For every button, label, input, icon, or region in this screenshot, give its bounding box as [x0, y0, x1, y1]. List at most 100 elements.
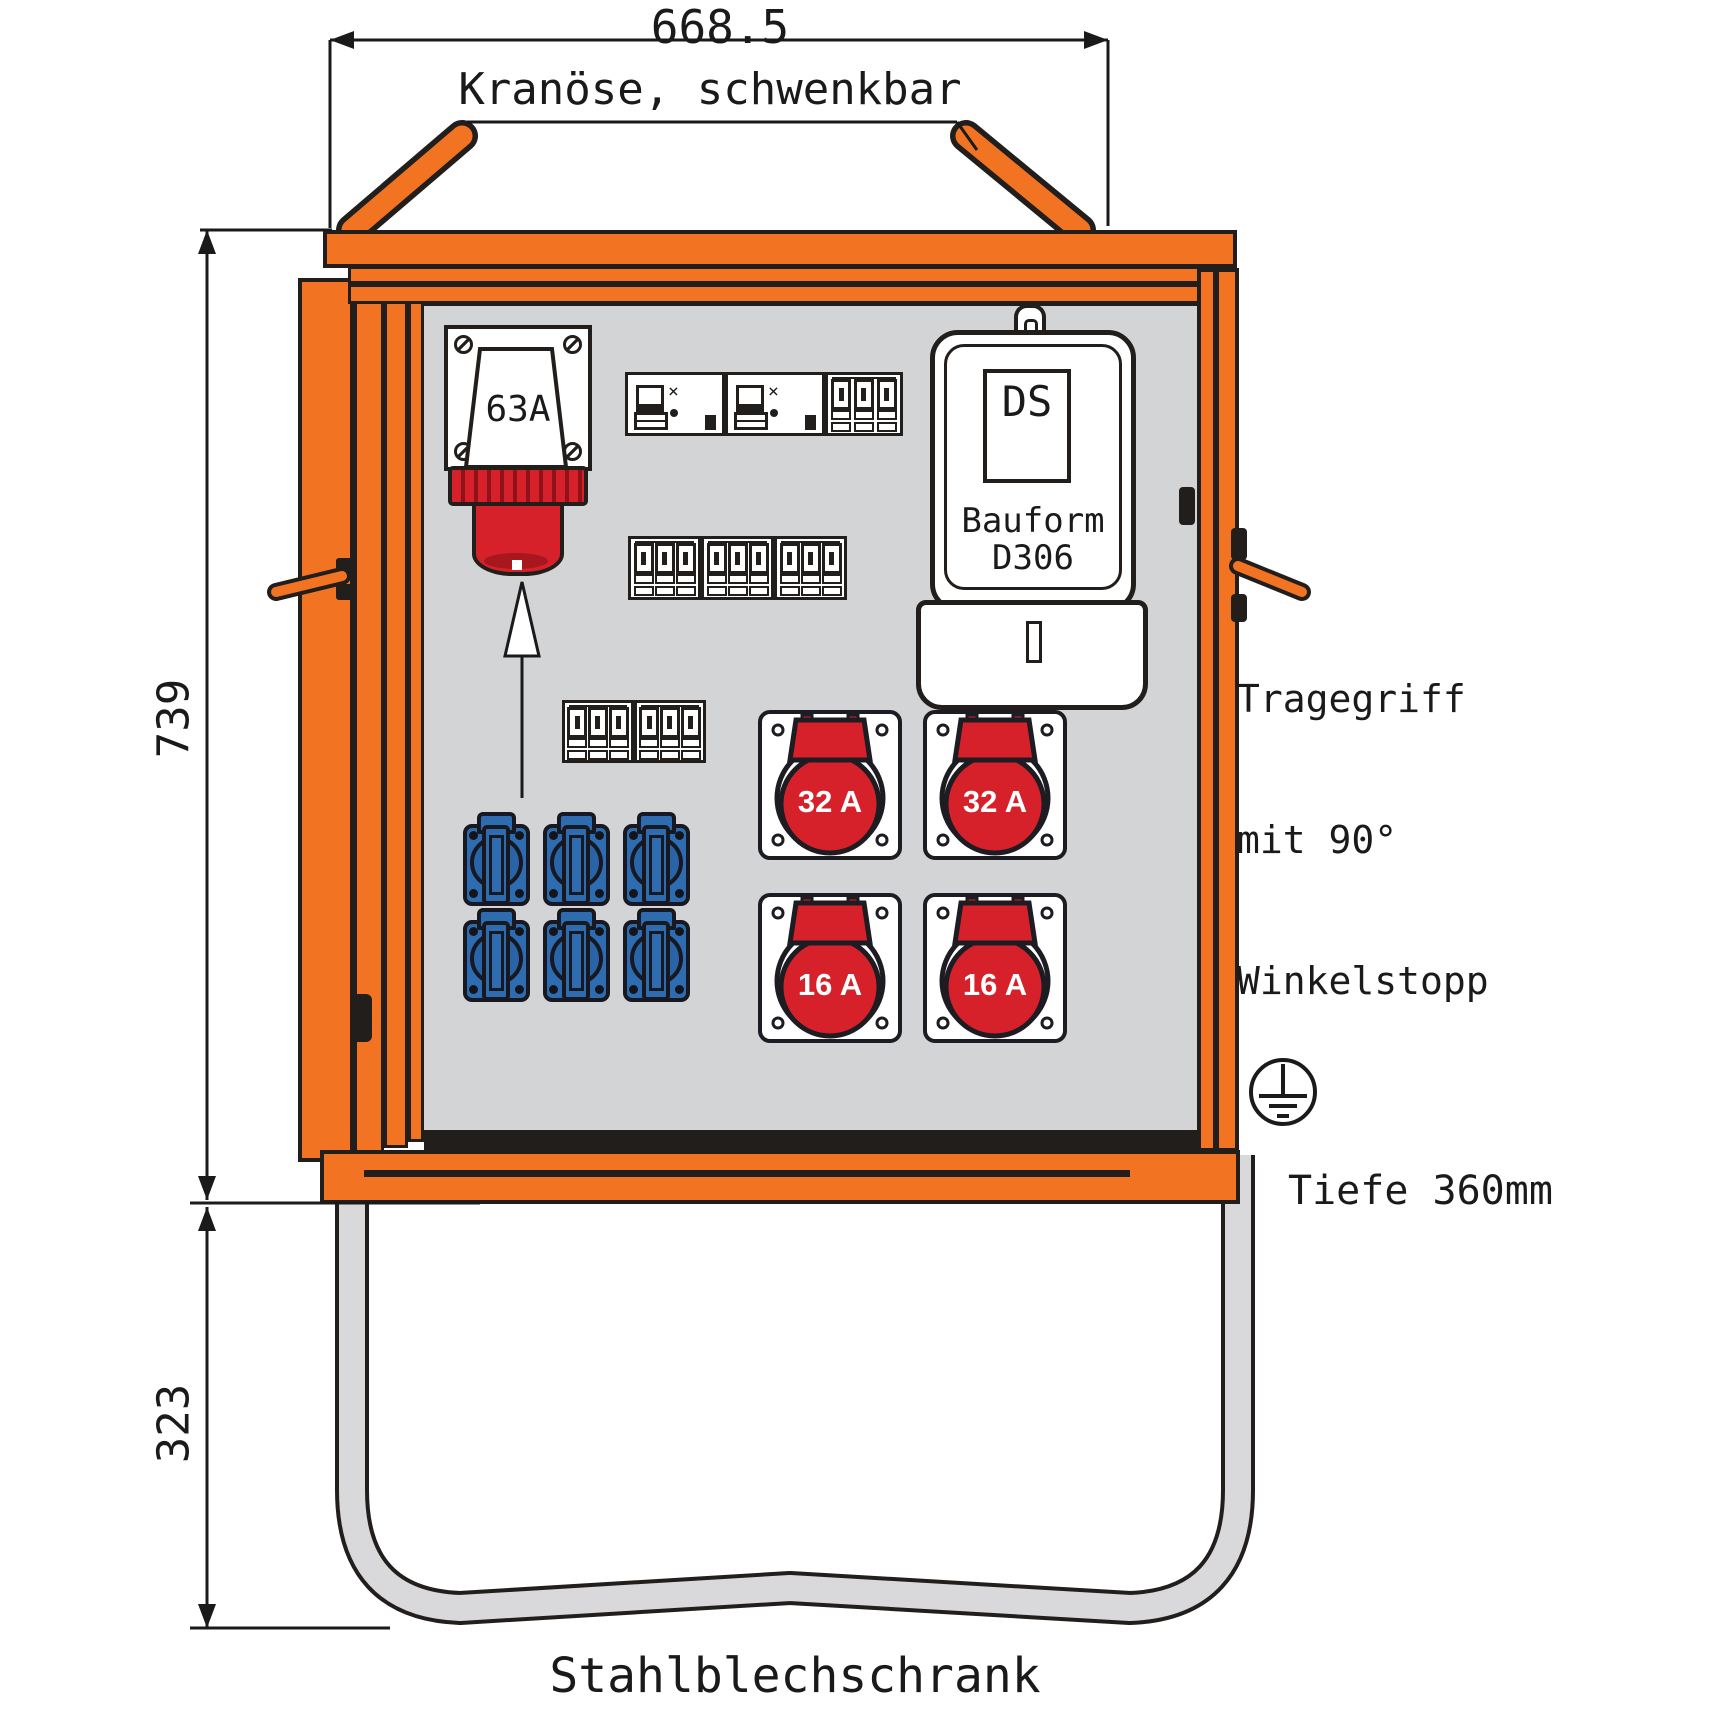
- terminal-strip: [821, 586, 842, 596]
- breaker-toggle-icon: [633, 543, 654, 574]
- terminal-strip: [639, 738, 660, 748]
- test-mark: ×: [768, 381, 779, 402]
- socket-rating-label: 16 A: [797, 967, 863, 1002]
- crane-eye-label: Kranöse, schwenkbar: [458, 64, 962, 115]
- breaker-toggle-icon: [659, 707, 680, 738]
- breaker-toggle-icon: [654, 543, 675, 574]
- terminal-strip: [831, 410, 852, 420]
- mcb-breaker-group: [562, 700, 634, 763]
- socket-lid: [562, 825, 590, 905]
- handle-note-line: Winkelstopp: [1237, 959, 1489, 1003]
- meter-type-label: D306: [992, 538, 1074, 578]
- screw-icon: [469, 831, 478, 840]
- test-mark: ×: [668, 381, 679, 402]
- meter-inner-line: [944, 344, 1122, 590]
- terminal-notch: [705, 415, 716, 430]
- terminal-strip: [567, 738, 588, 748]
- door-latch: [350, 994, 372, 1042]
- breaker-toggle-icon: [680, 707, 701, 738]
- mcb-breaker-group: [825, 372, 903, 436]
- terminal-strip: [779, 574, 800, 584]
- meter-box: DS Bauform D306: [930, 330, 1136, 612]
- panel-latch: [1179, 487, 1195, 525]
- screw-icon: [595, 889, 604, 898]
- socket-rating-label: 32 A: [797, 784, 863, 819]
- meter-type-label: Bauform: [961, 501, 1105, 541]
- inlet-rating-label: 63A: [485, 389, 551, 430]
- indicator-dot: [770, 409, 778, 417]
- screw-icon: [549, 889, 558, 898]
- socket-lid: [642, 825, 670, 905]
- screw-icon: [595, 927, 604, 936]
- depth-note: Tiefe 360mm: [1288, 1168, 1553, 1214]
- socket-lid: [482, 825, 510, 905]
- terminal-strip: [675, 574, 696, 584]
- screw-icon: [549, 927, 558, 936]
- terminal-strip: [800, 586, 821, 596]
- mcb-breaker-group: [628, 536, 701, 600]
- cabinet-right-frame: [1197, 268, 1239, 1152]
- height-dimension-label: 739: [148, 678, 200, 759]
- terminal-strip: [727, 586, 748, 596]
- screw-icon: [515, 985, 524, 994]
- breaker-toggle-icon: [608, 707, 629, 738]
- terminal-strip: [748, 574, 769, 584]
- tube-stand: [335, 1155, 1255, 1625]
- meter-seal-slot: [1026, 621, 1042, 663]
- screw-icon: [515, 927, 524, 936]
- schuko-socket: [463, 812, 530, 906]
- screw-icon: [675, 927, 684, 936]
- crane-eye-right-icon: [950, 120, 1096, 246]
- crane-eye-left-icon: [336, 120, 478, 246]
- cee-socket-graphic: [758, 710, 902, 860]
- terminal-strip: [659, 750, 680, 760]
- terminal-strip: [567, 750, 588, 760]
- terminal-strip: [706, 574, 727, 584]
- carry-handle-left: [267, 558, 354, 601]
- cee-socket-graphic: [923, 893, 1067, 1043]
- indicator-dot: [670, 409, 678, 417]
- socket-lid: [482, 921, 510, 1001]
- screw-icon: [595, 831, 604, 840]
- terminal-strip: [727, 574, 748, 584]
- terminal-strip: [608, 738, 629, 748]
- breaker-toggle-icon: [587, 707, 608, 738]
- rcd-breaker: ×: [725, 372, 825, 436]
- meter-terminal-cover: [916, 600, 1148, 710]
- rcd-breaker: ×: [625, 372, 725, 436]
- terminal-strip: [734, 412, 768, 430]
- mcb-breaker-group: [774, 536, 847, 600]
- cee-inlet-63a: 63A: [444, 325, 592, 471]
- schuko-socket: [543, 908, 610, 1002]
- schuko-socket: [463, 908, 530, 1002]
- breaker-toggle-icon: [748, 543, 769, 574]
- breaker-toggle-icon: [727, 543, 748, 574]
- screw-icon: [629, 985, 638, 994]
- terminal-strip: [654, 586, 675, 596]
- screw-icon: [675, 985, 684, 994]
- screw-icon: [469, 889, 478, 898]
- terminal-strip: [800, 574, 821, 584]
- breaker-toggle-icon: [876, 379, 897, 410]
- screw-icon: [469, 927, 478, 936]
- screw-icon: [629, 831, 638, 840]
- screw-icon: [675, 831, 684, 840]
- cabinet-type-label: Stahlblechschrank: [549, 1648, 1041, 1704]
- breaker-toggle-icon: [706, 543, 727, 574]
- terminal-strip: [831, 422, 852, 432]
- open-door-leaf: [298, 278, 354, 1162]
- mcb-breaker-group: [701, 536, 774, 600]
- screw-icon: [629, 889, 638, 898]
- door-frame-strip: [384, 290, 408, 1148]
- schuko-socket: [543, 812, 610, 906]
- socket-lid: [642, 921, 670, 1001]
- screw-icon: [515, 889, 524, 898]
- terminal-strip: [876, 410, 897, 420]
- carry-handle-right: [1229, 528, 1311, 622]
- terminal-strip: [654, 574, 675, 584]
- terminal-strip: [633, 586, 654, 596]
- terminal-strip: [675, 586, 696, 596]
